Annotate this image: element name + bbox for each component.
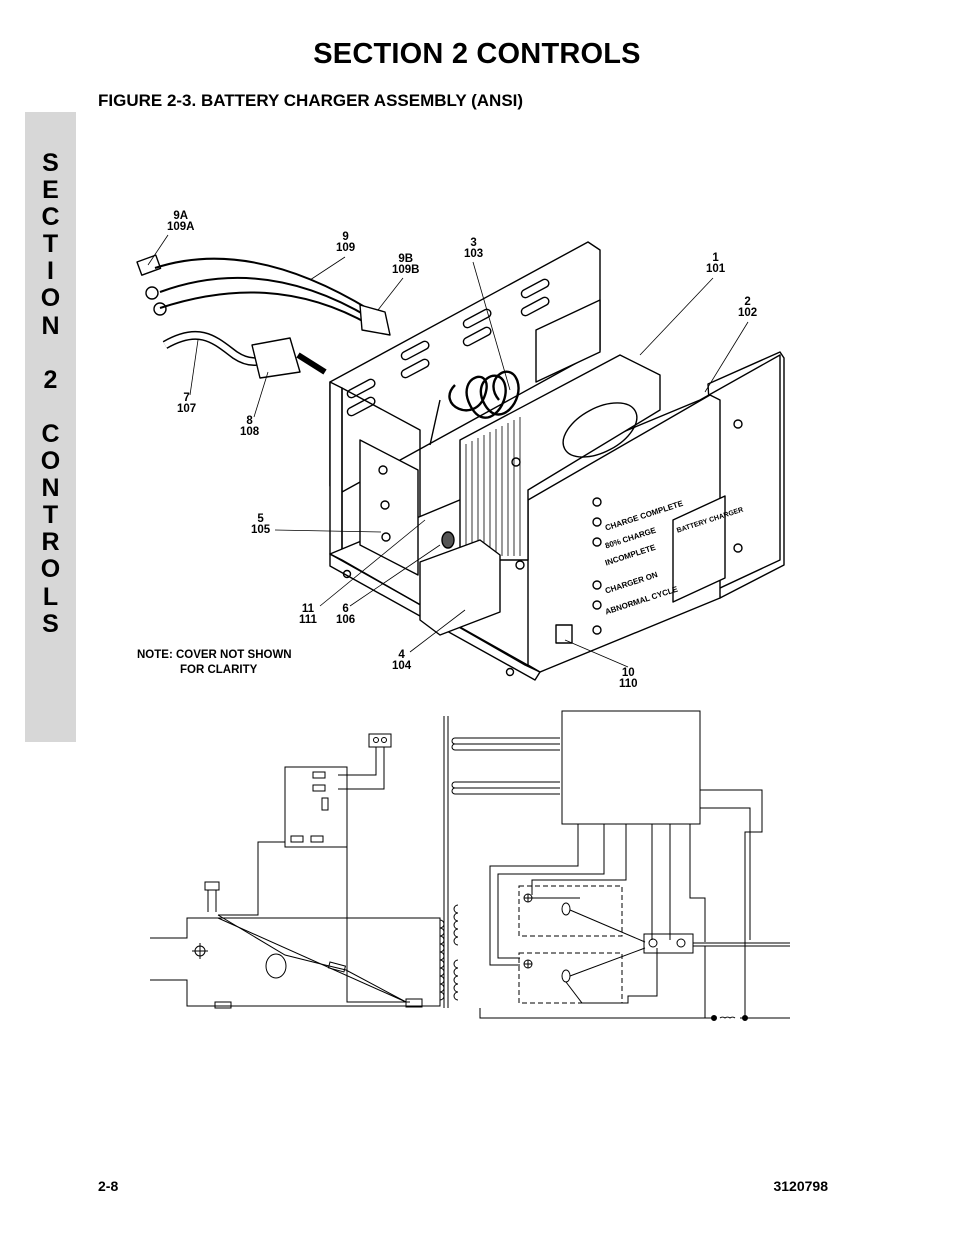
callout-part: 107	[177, 403, 197, 415]
callout-8: 8 108	[240, 415, 260, 438]
side-tab-letter: T	[42, 501, 59, 530]
note-line-2: FOR CLARITY	[180, 664, 258, 676]
side-tab-letter: L	[42, 582, 59, 611]
callout-item: 4	[398, 649, 405, 661]
page-number: 2-8	[98, 1178, 119, 1194]
callout-item: 10	[621, 667, 635, 679]
side-tab-letter: I	[47, 257, 54, 286]
callout-part: 111	[299, 614, 317, 626]
callout-item: 9A	[173, 210, 189, 222]
callout-4: 4 104	[392, 649, 412, 672]
callout-9b: 9B 109B	[392, 253, 420, 276]
side-tab-letter: N	[41, 311, 60, 340]
callout-part: 106	[336, 614, 356, 626]
callout-7: 7 107	[177, 392, 197, 415]
callout-5: 5 105	[251, 513, 271, 536]
side-tab-letter: S	[42, 609, 59, 638]
callout-9: 9 109	[336, 231, 356, 254]
charger-chassis	[136, 234, 785, 681]
side-tab-letter: O	[40, 284, 61, 313]
note-line-1: NOTE: COVER NOT SHOWN	[137, 649, 292, 661]
callout-part: 109A	[167, 221, 195, 233]
callout-part: 104	[392, 660, 412, 672]
callout-part: 105	[251, 524, 271, 536]
callout-item: 1	[712, 252, 719, 264]
callout-1: 1 101	[706, 252, 726, 275]
callout-part: 110	[619, 678, 638, 690]
callout-item: 3	[470, 237, 477, 249]
side-tab-letter: O	[40, 447, 61, 476]
section-side-tab: S E C T I O N 2 C O N T R O L S	[25, 112, 76, 742]
side-tab-letters: S E C T I O N 2 C O N T R O L S	[25, 149, 76, 638]
wiring-schematic	[150, 710, 790, 1021]
callout-item: 8	[246, 415, 253, 427]
callout-10: 10 110	[619, 667, 638, 690]
callout-part: 109B	[392, 264, 420, 276]
callout-9a: 9A 109A	[167, 210, 195, 233]
callout-item: 5	[257, 513, 264, 525]
drawing-note: NOTE: COVER NOT SHOWN FOR CLARITY	[137, 648, 292, 678]
side-tab-letter: S	[42, 149, 59, 177]
side-tab-letter: R	[41, 528, 60, 557]
side-tab-letter: T	[42, 230, 59, 259]
section-title: SECTION 2 CONTROLS	[313, 38, 641, 70]
side-tab-letter: E	[42, 176, 59, 205]
callout-part: 101	[706, 263, 726, 275]
side-tab-letter: N	[41, 474, 60, 503]
callout-3: 3 103	[464, 237, 484, 260]
callout-item: 2	[744, 296, 751, 308]
callout-6: 6 106	[336, 603, 356, 626]
callout-item: 11	[301, 603, 315, 615]
callout-part: 108	[240, 426, 260, 438]
side-tab-letter: O	[40, 555, 61, 584]
figure-title: FIGURE 2-3. BATTERY CHARGER ASSEMBLY (AN…	[98, 91, 524, 110]
callout-item: 6	[342, 603, 349, 615]
callout-part: 109	[336, 242, 356, 254]
callout-11: 11 111	[299, 603, 317, 626]
side-tab-letter: C	[41, 203, 60, 232]
callout-item: 9B	[398, 253, 414, 265]
callout-item: 7	[183, 392, 190, 404]
side-tab-letter: 2	[43, 365, 58, 394]
callout-part: 103	[464, 248, 484, 260]
callout-part: 102	[738, 307, 758, 319]
callout-2: 2 102	[738, 296, 758, 319]
callout-item: 9	[342, 231, 349, 243]
side-tab-letter: C	[41, 419, 60, 448]
document-number: 3120798	[773, 1178, 828, 1194]
